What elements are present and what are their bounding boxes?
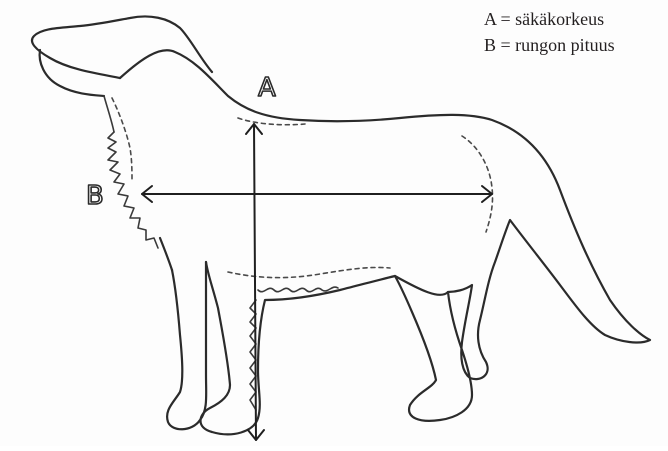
front-leg-back [167, 262, 206, 429]
neck-line [104, 96, 114, 132]
rump-dashed-line [462, 136, 493, 232]
height-measure-line [254, 124, 256, 440]
ear-dashed-line [112, 98, 132, 180]
label-b: B [86, 181, 104, 211]
dog-outline [120, 50, 650, 434]
legend-line-a: A = säkäkorkeus [484, 6, 615, 32]
belly-feathering [258, 287, 338, 292]
dog-head [32, 16, 212, 78]
chest-feathering [108, 132, 158, 248]
label-a: A [258, 73, 276, 103]
legend: A = säkäkorkeus B = rungon pituus [484, 6, 615, 58]
chest-line [160, 238, 172, 270]
legend-line-b: B = rungon pituus [484, 32, 615, 58]
belly-dashed-line [228, 267, 390, 277]
